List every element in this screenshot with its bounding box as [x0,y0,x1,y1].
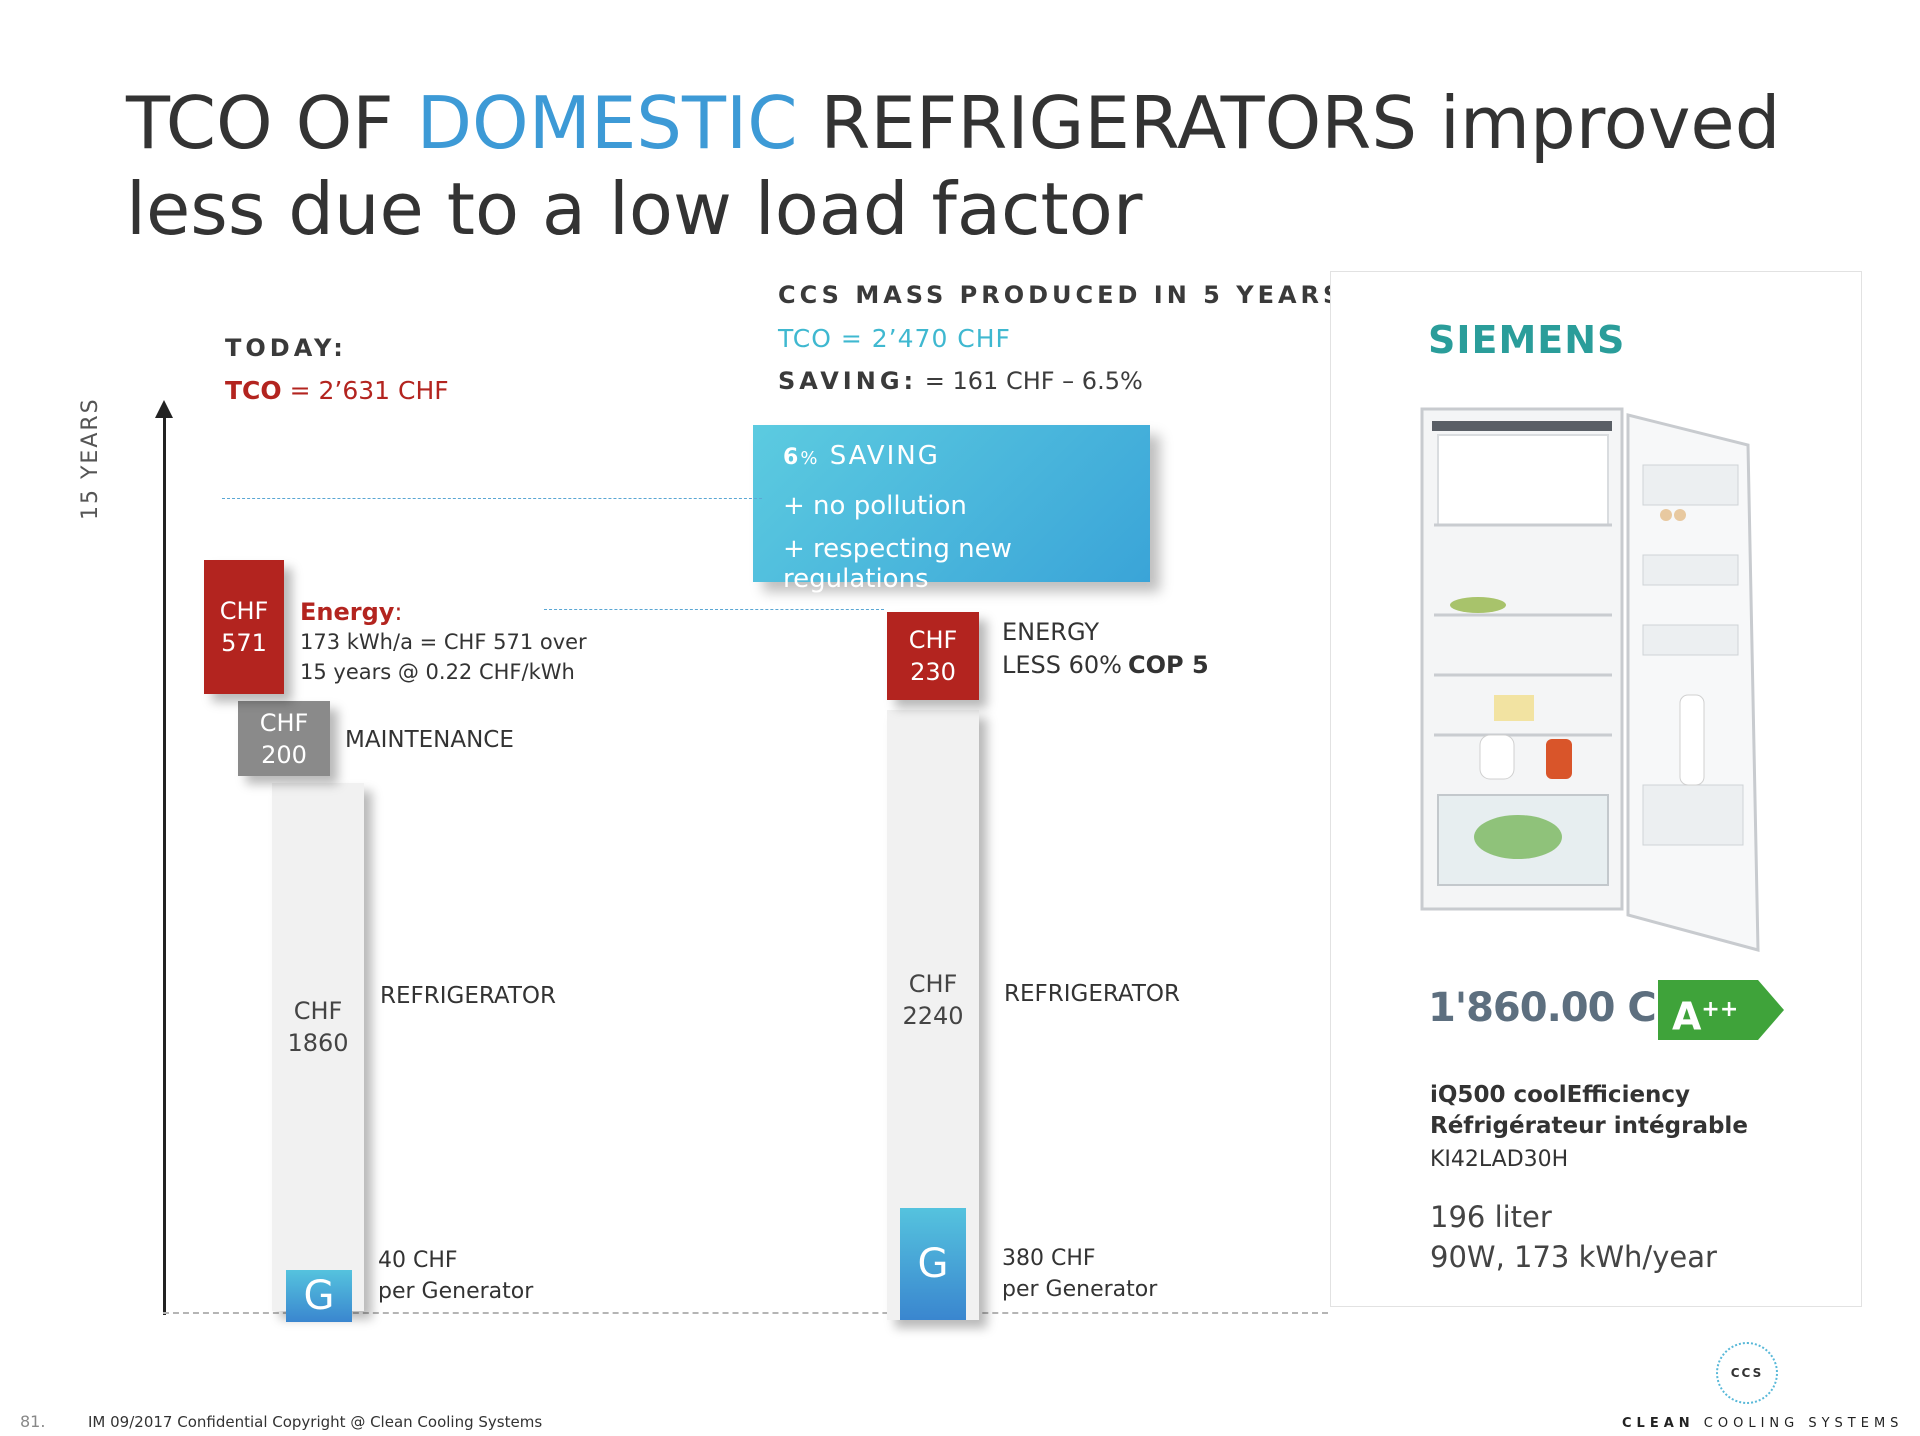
today-maint-value: 200 [261,740,307,769]
today-tco: TCO = 2’631 CHF [225,376,449,405]
today-tco-value: = 2’631 CHF [289,376,449,405]
ccs-fridge-value: 2240 [902,1002,964,1030]
energy-label-text: Energy [300,598,395,626]
saving-pct: 6 [783,445,801,470]
ccs-saving: SAVING: = 161 CHF – 6.5% [778,367,1143,395]
saving-title: SAVING [829,441,940,471]
ccs-heading: CCS MASS PRODUCED IN 5 YEARS: [778,281,1358,309]
today-fridge-value: 1860 [287,1029,349,1057]
today-energy-box: CHF 571 [204,560,284,694]
ccs-saving-label: SAVING: [778,367,918,395]
saving-line2: + respecting new regulations [783,534,1012,594]
today-energy-note1: 173 kWh/a = CHF 571 over [300,630,587,654]
ccs-energy-chf: CHF [908,626,958,654]
energy-class-sup: ++ [1701,997,1739,1022]
energy-badge-arrow-icon [1758,980,1784,1040]
today-heading: TODAY: [225,334,347,362]
product-name1: iQ500 coolEfficiency [1430,1082,1691,1108]
refrigerator-image [1420,407,1760,952]
today-energy-chf: CHF [219,597,269,625]
ccs-logo-icon: CCS [1716,1342,1778,1404]
ccs-tco: TCO = 2’470 CHF [778,324,1011,353]
today-refrigerator-label: REFRIGERATOR [380,983,556,1009]
energy-class-letter: A [1672,994,1702,1039]
company-name-rest: COOLING SYSTEMS [1694,1416,1904,1431]
footer-text: IM 09/2017 Confidential Copyright @ Clea… [88,1413,543,1431]
energy-class-badge: A++ [1658,980,1758,1040]
saving-callout-title: 6% SAVING [783,441,940,471]
page-number: 81. [20,1412,46,1431]
today-maintenance-label: MAINTENANCE [345,727,514,753]
guide-line-ccs [544,609,884,610]
ccs-fridge-chf: CHF [908,970,958,998]
ccs-gen-cost: 380 CHF [1002,1246,1096,1271]
ccs-energy-value: 230 [910,658,956,686]
title-highlight: DOMESTIC [416,81,798,165]
saving-pct-unit: % [800,448,820,469]
slide-title: TCO OF DOMESTIC REFRIGERATORS improved l… [126,80,1846,252]
title-part1: TCO OF [126,81,417,165]
axis-arrow-icon [155,400,173,418]
product-power: 90W, 173 kWh/year [1430,1240,1717,1274]
ccs-cop: COP 5 [1128,651,1209,679]
saving-line1: + no pollution [783,491,967,521]
today-maint-chf: CHF [259,708,309,737]
today-tco-label: TCO [225,376,282,405]
today-gen-cost: 40 CHF [378,1248,458,1273]
company-name-bold: CLEAN [1622,1416,1695,1431]
today-fridge-chf: CHF [293,997,343,1025]
today-energy-note2: 15 years @ 0.22 CHF/kWh [300,660,575,684]
company-name: CLEAN COOLING SYSTEMS [1622,1416,1903,1431]
product-name2: Réfrigérateur intégrable [1430,1113,1748,1139]
baseline [163,1312,1328,1314]
ccs-saving-value: = 161 CHF – 6.5% [924,367,1143,395]
ccs-energy-label1: ENERGY [1002,618,1100,646]
ccs-energy-label2: LESS 60% [1002,651,1122,679]
ccs-refrigerator-label: REFRIGERATOR [1004,981,1180,1007]
ccs-energy-box: CHF 230 [887,612,979,700]
today-gen-per: per Generator [378,1279,534,1304]
saving-callout: 6% SAVING + no pollution + respecting ne… [753,425,1150,594]
guide-line-today [222,498,762,499]
ccs-generator-box: G [900,1208,966,1320]
brand-logo: SIEMENS [1428,318,1626,362]
today-energy-value: 571 [221,629,267,657]
axis-label: 15 YEARS [78,397,103,520]
today-refrigerator-bar: CHF 1860 [272,783,364,1311]
today-generator-box: G [286,1270,352,1322]
today-energy-label: Energy: [300,597,403,628]
logo-mark: CCS [1730,1366,1764,1380]
today-maintenance-box: CHF 200 [238,701,330,776]
title-part2: REFRIGERATORS improved less due to a low… [126,81,1781,251]
time-axis [163,412,166,1315]
energy-label-colon: : [394,598,403,626]
ccs-gen-per: per Generator [1002,1277,1158,1302]
product-model: KI42LAD30H [1430,1147,1569,1172]
product-volume: 196 liter [1430,1200,1552,1234]
